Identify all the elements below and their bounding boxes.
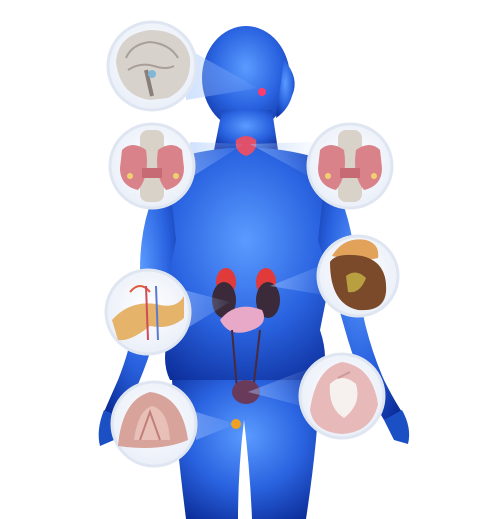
thyroid-right-callout (306, 122, 394, 210)
brain-callout (106, 20, 198, 112)
adrenal-callout (316, 234, 400, 318)
thyroid-left-callout (108, 122, 196, 210)
ovary-left-callout (110, 380, 198, 468)
brain-icon (116, 30, 191, 100)
ovary-right-callout (298, 352, 386, 440)
pancreas-callout (104, 268, 192, 356)
thyroid-icon (318, 130, 382, 202)
pituitary-marker (258, 88, 266, 96)
kidney-right-marker (256, 282, 280, 318)
callout-beams (184, 48, 330, 440)
thyroid-icon (120, 130, 184, 202)
uterus-marker (232, 380, 260, 404)
adrenal-gland-icon (330, 239, 387, 311)
pancreas-icon (112, 285, 184, 341)
pancreas-marker (220, 306, 264, 333)
ovary-icon (118, 392, 188, 448)
internal-organs (212, 88, 280, 429)
thyroid-marker (235, 136, 257, 156)
ovary-icon (310, 362, 378, 434)
